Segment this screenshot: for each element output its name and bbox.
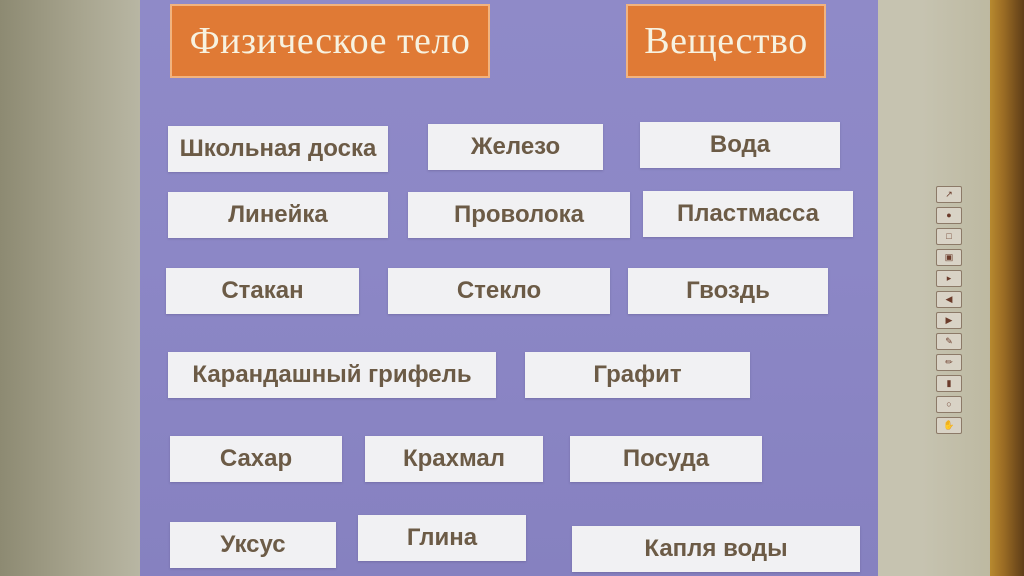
word-card[interactable]: Сахар [170, 436, 342, 482]
word-card[interactable]: Уксус [170, 522, 336, 568]
word-card[interactable]: Графит [525, 352, 750, 398]
page-icon[interactable]: □ [936, 228, 962, 245]
whiteboard-toolbar: ↗ ● □ ▣ ▸ ◀ ▶ ✎ ✏ ▮ ○ ✋ [936, 186, 964, 434]
word-card[interactable]: Капля воды [572, 526, 860, 572]
word-card[interactable]: Пластмасса [643, 191, 853, 237]
header-substance: Вещество [626, 4, 826, 78]
word-card[interactable]: Стакан [166, 268, 359, 314]
projected-slide: Физическое тело Вещество Школьная доска … [140, 0, 878, 576]
select-icon[interactable]: ↗ [936, 186, 962, 203]
word-card[interactable]: Проволока [408, 192, 630, 238]
word-card[interactable]: Посуда [570, 436, 762, 482]
highlighter-icon[interactable]: ✏ [936, 354, 962, 371]
word-card[interactable]: Вода [640, 122, 840, 168]
word-card[interactable]: Гвоздь [628, 268, 828, 314]
hand-icon[interactable]: ✋ [936, 417, 962, 434]
forward-arrow-icon[interactable]: ▶ [936, 312, 962, 329]
word-card[interactable]: Линейка [168, 192, 388, 238]
next-icon[interactable]: ▸ [936, 270, 962, 287]
copy-icon[interactable]: ▣ [936, 249, 962, 266]
wall-edge [990, 0, 1024, 576]
word-card[interactable]: Стекло [388, 268, 610, 314]
header-physical-body: Физическое тело [170, 4, 490, 78]
word-card[interactable]: Железо [428, 124, 603, 170]
word-card[interactable]: Крахмал [365, 436, 543, 482]
pencil-icon[interactable]: ✎ [936, 333, 962, 350]
word-card[interactable]: Карандашный грифель [168, 352, 496, 398]
word-card[interactable]: Глина [358, 515, 526, 561]
word-card[interactable]: Школьная доска [168, 126, 388, 172]
back-arrow-icon[interactable]: ◀ [936, 291, 962, 308]
pen-icon[interactable]: ● [936, 207, 962, 224]
zoom-icon[interactable]: ○ [936, 396, 962, 413]
eraser-icon[interactable]: ▮ [936, 375, 962, 392]
